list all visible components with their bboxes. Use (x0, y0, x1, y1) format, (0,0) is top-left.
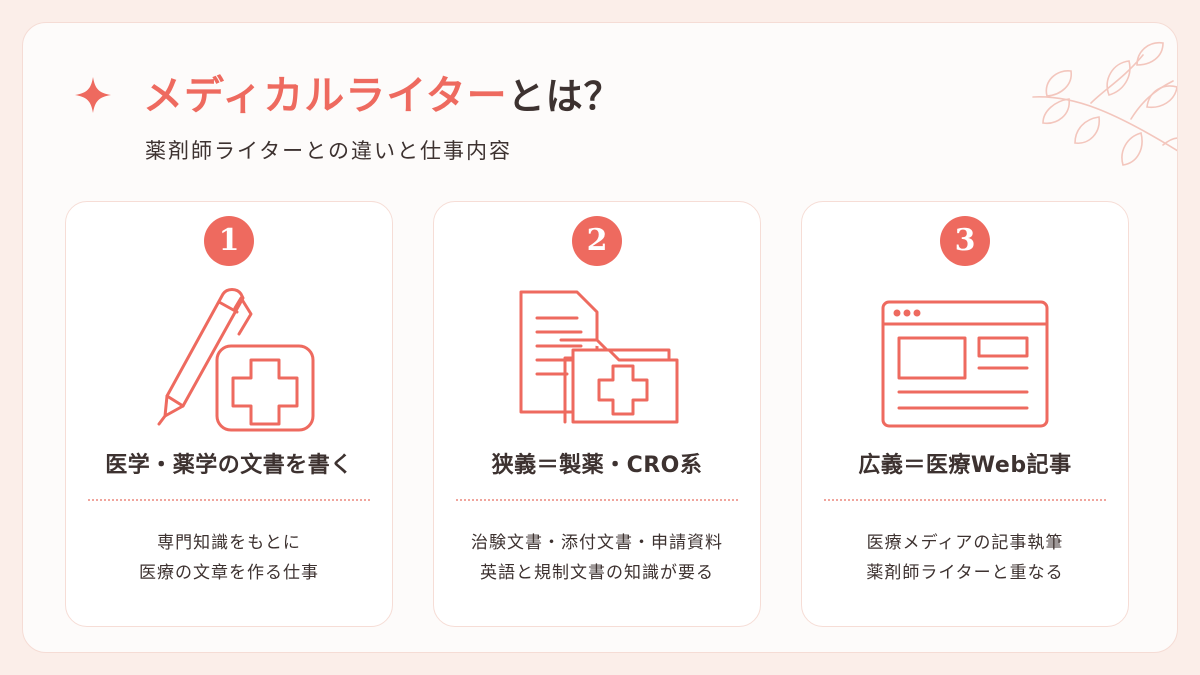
card-description: 医療メディアの記事執筆 薬剤師ライターと重なる (802, 528, 1128, 588)
web-page-icon (881, 300, 1049, 428)
page-title: メディカルライター とは？ (143, 63, 622, 123)
card-description-line: 専門知識をもとに (157, 533, 301, 553)
dotted-divider (456, 499, 738, 501)
card-description: 治験文書・添付文書・申請資料 英語と規制文書の知識が要る (434, 528, 760, 588)
dotted-divider (88, 499, 370, 501)
card-description-line: 薬剤師ライターと重なる (866, 563, 1064, 583)
sparkle-icon (75, 77, 111, 113)
page-title-suffix: とは？ (507, 75, 622, 118)
leaf-branch-icon (1032, 41, 1177, 166)
page-subtitle: 薬剤師ライターとの違いと仕事内容 (145, 139, 512, 163)
card-description-line: 英語と規制文書の知識が要る (480, 563, 714, 583)
card-number-badge: 2 (572, 216, 622, 266)
card-description-line: 治験文書・添付文書・申請資料 (471, 533, 723, 553)
card-3: 3 広義＝医療Web記事 医療メディアの記事執筆 薬剤師ライターと重なる (801, 201, 1129, 627)
card-title: 医学・薬学の文書を書く (105, 453, 353, 478)
card-2: 2 狭義＝製薬・CRO系 治験文書・添付文書・申請資料 英語と規制文書の知識が要… (433, 201, 761, 627)
page-title-accent: メディカルライター (143, 73, 508, 119)
card-description: 専門知識をもとに 医療の文章を作る仕事 (66, 528, 392, 588)
card-title: 広義＝医療Web記事 (858, 453, 1072, 478)
document-and-medical-folder-icon (519, 290, 679, 424)
card-description-line: 医療の文章を作る仕事 (139, 563, 319, 583)
card-description-line: 医療メディアの記事執筆 (866, 533, 1064, 553)
pen-and-medical-cross-icon (157, 288, 315, 432)
card-number-badge: 1 (204, 216, 254, 266)
card-title: 狭義＝製薬・CRO系 (491, 453, 703, 478)
card-number-badge: 3 (940, 216, 990, 266)
slide: メディカルライター とは？ 薬剤師ライターとの違いと仕事内容 1 医学・薬学の文… (22, 22, 1178, 653)
dotted-divider (824, 499, 1106, 501)
card-1: 1 医学・薬学の文書を書く 専門知識をもとに 医療の文章を作る仕事 (65, 201, 393, 627)
